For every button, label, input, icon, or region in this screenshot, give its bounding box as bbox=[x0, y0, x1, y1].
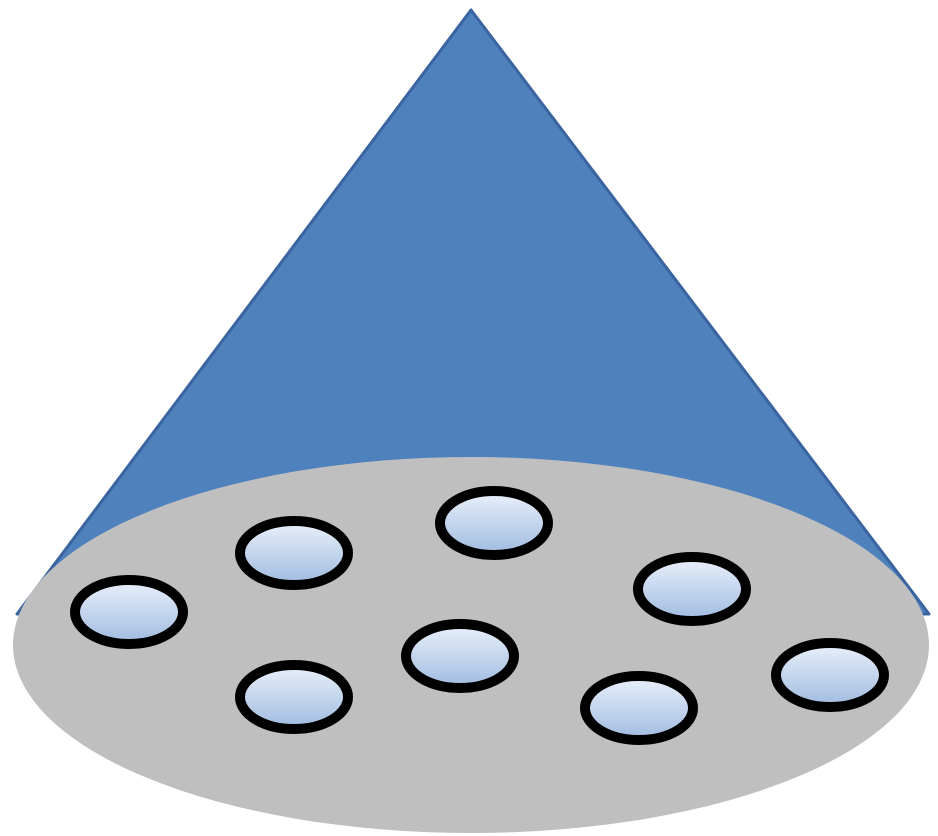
spot bbox=[240, 665, 348, 729]
spot bbox=[776, 643, 884, 707]
spot bbox=[585, 676, 693, 740]
spot bbox=[406, 624, 514, 688]
spot bbox=[240, 521, 348, 585]
spot bbox=[638, 557, 746, 621]
spot bbox=[75, 580, 183, 644]
spot bbox=[440, 491, 548, 555]
